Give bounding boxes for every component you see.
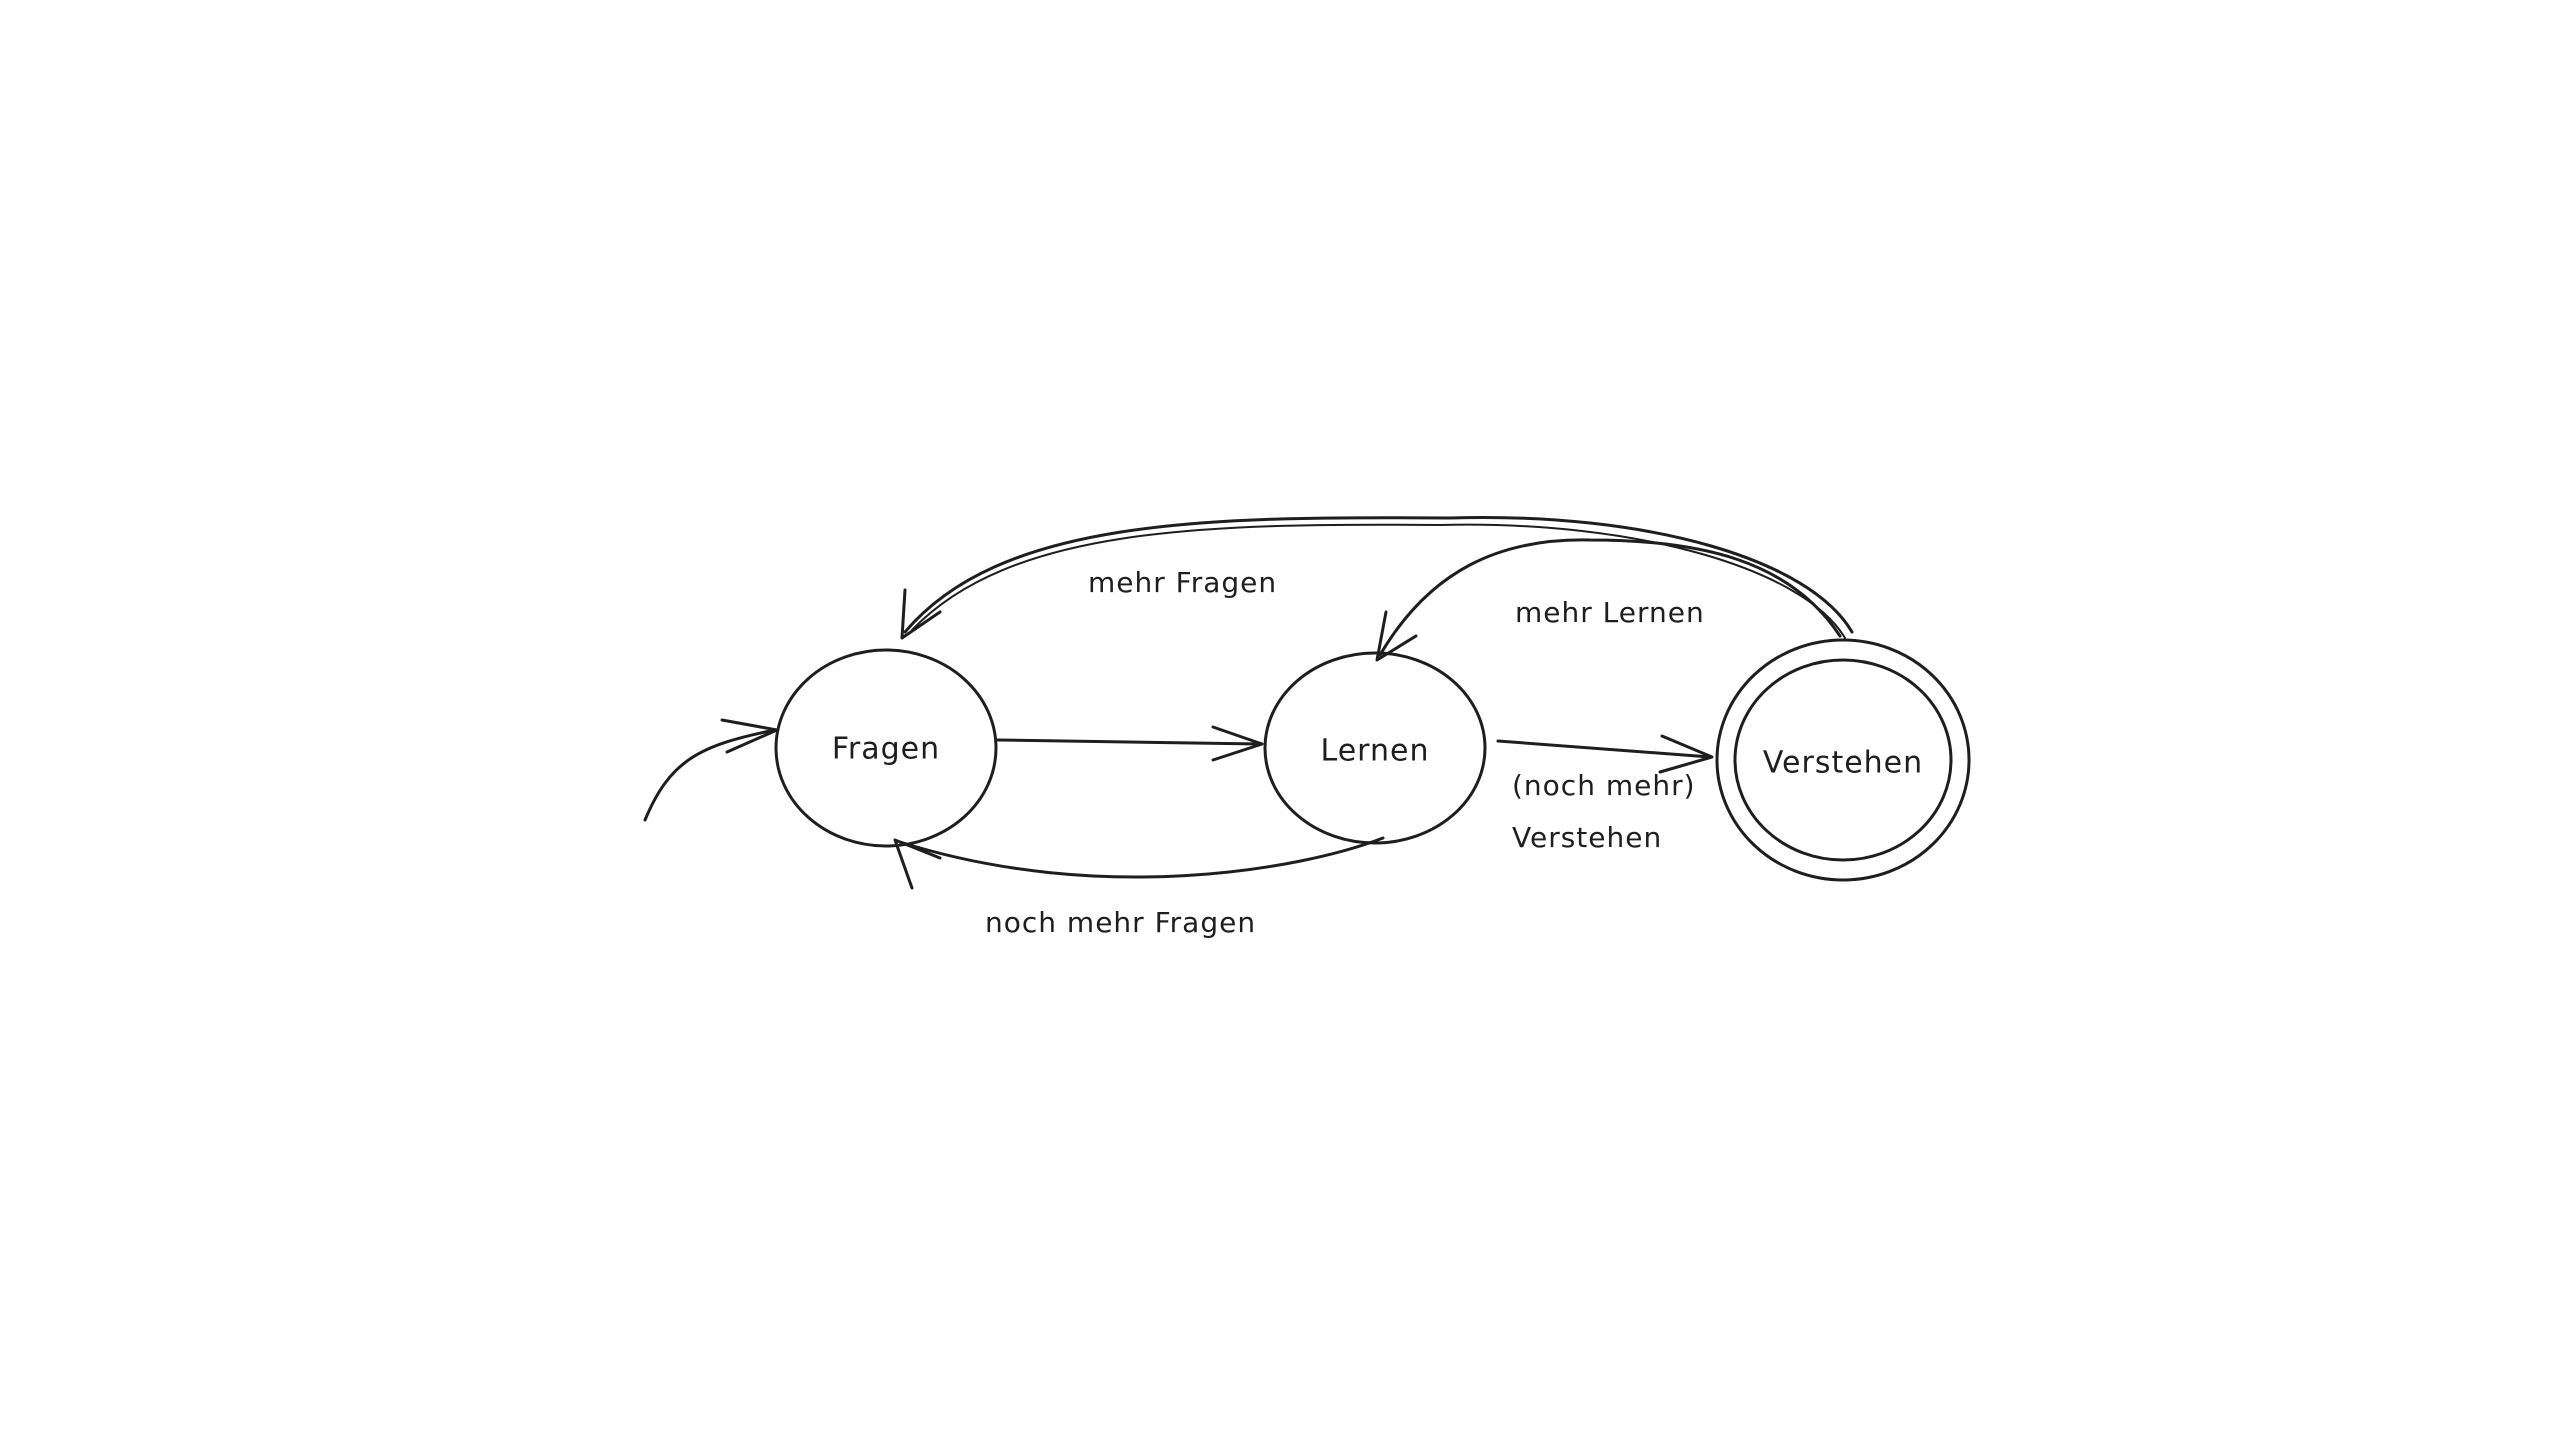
edge-verstehen-to-lernen-arrowhead <box>1375 610 1418 662</box>
edge-lernen-to-verstehen-label-line2: Verstehen <box>1512 821 1662 854</box>
node-verstehen-label: Verstehen <box>1763 746 1923 781</box>
edge-start-to-fragen <box>643 718 779 822</box>
node-lernen-circle <box>1263 651 1487 845</box>
edge-lernen-to-fragen-label: noch mehr Fragen <box>985 906 1256 939</box>
node-fragen-label: Fragen <box>832 732 940 767</box>
edge-verstehen-to-lernen-label: mehr Lernen <box>1515 596 1705 629</box>
node-lernen: Lernen <box>1263 651 1487 845</box>
edge-verstehen-to-lernen-line <box>1378 538 1842 657</box>
edge-lernen-to-verstehen-line <box>1496 739 1712 759</box>
edge-verstehen-to-fragen-line-sketch <box>911 523 1846 639</box>
edge-fragen-to-lernen-arrowhead <box>1211 725 1264 762</box>
node-verstehen: Verstehen <box>1715 638 1971 882</box>
edge-fragen-to-lernen <box>996 725 1264 762</box>
edge-fragen-to-lernen-line <box>996 738 1262 746</box>
edge-lernen-to-verstehen: (noch mehr) Verstehen <box>1496 734 1714 854</box>
edge-lernen-to-verstehen-label-line1: (noch mehr) <box>1512 769 1696 802</box>
edge-lernen-to-fragen-line <box>898 836 1385 879</box>
edge-verstehen-to-fragen-label: mehr Fragen <box>1088 566 1277 599</box>
edge-verstehen-to-fragen: mehr Fragen <box>900 516 1854 640</box>
edge-verstehen-to-fragen-arrowhead <box>900 588 942 640</box>
edge-lernen-to-verstehen-arrowhead <box>1658 734 1714 774</box>
edge-start-line <box>643 728 777 822</box>
edge-verstehen-to-fragen-line <box>903 516 1854 634</box>
node-fragen-circle <box>774 648 998 848</box>
node-lernen-label: Lernen <box>1321 734 1430 769</box>
edge-lernen-to-fragen-arrowhead <box>893 838 942 890</box>
node-verstehen-inner-circle <box>1733 658 1953 862</box>
node-verstehen-outer-circle <box>1715 638 1971 882</box>
edge-verstehen-to-lernen: mehr Lernen <box>1375 538 1842 662</box>
node-fragen: Fragen <box>774 648 998 848</box>
edge-lernen-to-fragen: noch mehr Fragen <box>893 836 1385 939</box>
